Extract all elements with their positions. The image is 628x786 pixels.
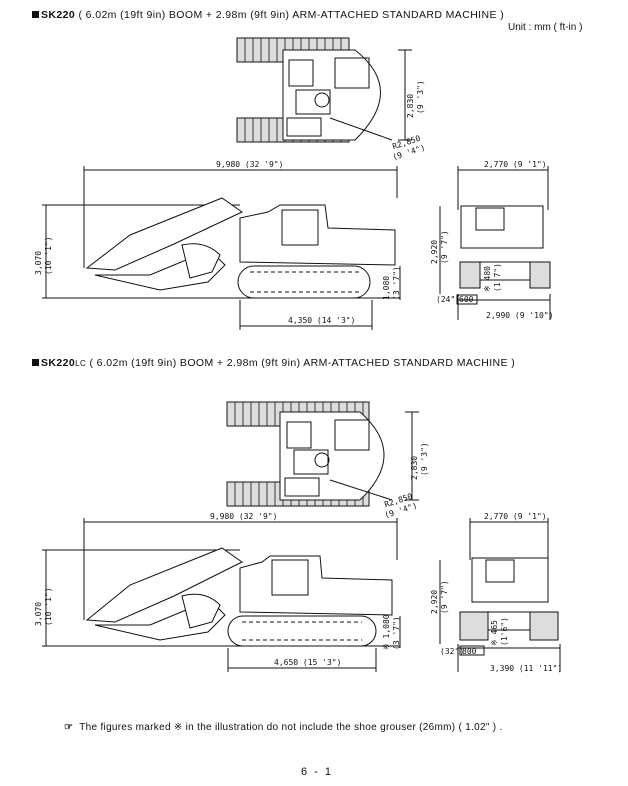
front-view-2: [439, 518, 561, 672]
s2-height-ft: (10 '1"): [44, 587, 53, 626]
top2-upper-structure: [279, 411, 385, 501]
front-body-2: [471, 557, 549, 603]
top-cab: [288, 59, 314, 87]
undercarriage-1: [237, 265, 371, 299]
front-view-1: [439, 166, 551, 320]
side-view-2: [42, 518, 401, 672]
body-2: [239, 555, 393, 616]
s2-cab-height-ft: (9 '7"): [440, 580, 449, 614]
footer-note: ☞ The figures marked ※ in the illustratio…: [64, 722, 503, 733]
top-view-2: [226, 401, 419, 507]
footer-note-text: The figures marked ※ in the illustration…: [79, 722, 503, 733]
s1-overall-length: 9,980 (32 '9"): [216, 160, 284, 169]
s2-cab-height: 2,920: [430, 589, 439, 614]
s2-shoe: 800: [462, 647, 477, 656]
s2-front-width: 2,770 (9 '1"): [484, 512, 547, 521]
section2-model: SK220: [41, 357, 76, 369]
unit-label: Unit : mm ( ft-in ): [508, 22, 583, 33]
pointing-hand-icon: ☞: [64, 722, 74, 733]
s2-shoe-ft: (32"): [440, 647, 465, 656]
s1-shoe: 600: [459, 295, 474, 304]
front-body-1: [460, 205, 544, 249]
s1-front-width: 2,770 (9 '1"): [484, 160, 547, 169]
bucket-1: [181, 243, 221, 279]
undercarriage-2: [227, 615, 377, 647]
side-view-1: [42, 166, 401, 330]
bullet-square-icon: [32, 359, 39, 366]
top-view-1: [236, 37, 412, 143]
section1-model: SK220: [41, 9, 76, 21]
cab-1: [281, 209, 319, 246]
s2-overall-length: 9,980 (32 '9"): [210, 512, 278, 521]
section2-model-suffix: LC: [75, 359, 87, 368]
s1-shoe-ft: (24"): [436, 295, 461, 304]
s2-height: 3,070: [34, 601, 43, 626]
s2-track-width: 3,390 (11 '11"): [490, 664, 563, 673]
s2-top-width-ft: (9 '3"): [420, 442, 429, 476]
s2-clearance-ft: (3 '7"): [392, 616, 401, 650]
top-deck: [295, 89, 331, 115]
cab-2: [271, 559, 309, 596]
s2-clearance: ※ 1,080: [382, 614, 391, 650]
s2-tumbler: 4,650 (15 '3"): [274, 658, 342, 667]
s2-top-width: 2,830: [410, 455, 419, 480]
bullet-square-icon: [32, 11, 39, 18]
section2-title: SK220LC ( 6.02m (19ft 9in) BOOM + 2.98m …: [32, 357, 515, 369]
s2-ground-clr-ft: (1'6"): [500, 617, 509, 646]
bucket-2: [181, 593, 221, 629]
section2-title-rest: ( 6.02m (19ft 9in) BOOM + 2.98m (9ft 9in…: [89, 357, 516, 369]
s1-tumbler: 4,350 (14 '3"): [288, 316, 356, 325]
s2-ground-clr: ※ 465: [490, 620, 499, 646]
section1-title: SK220 ( 6.02m (19ft 9in) BOOM + 2.98m (9…: [32, 9, 504, 21]
section1-title-rest: ( 6.02m (19ft 9in) BOOM + 2.98m (9ft 9in…: [78, 9, 505, 21]
s1-track-width: 2,990 (9 '10"): [486, 311, 554, 320]
boom-2: [85, 547, 243, 623]
boom-1: [85, 197, 243, 271]
page-number: 6 - 1: [301, 766, 334, 778]
